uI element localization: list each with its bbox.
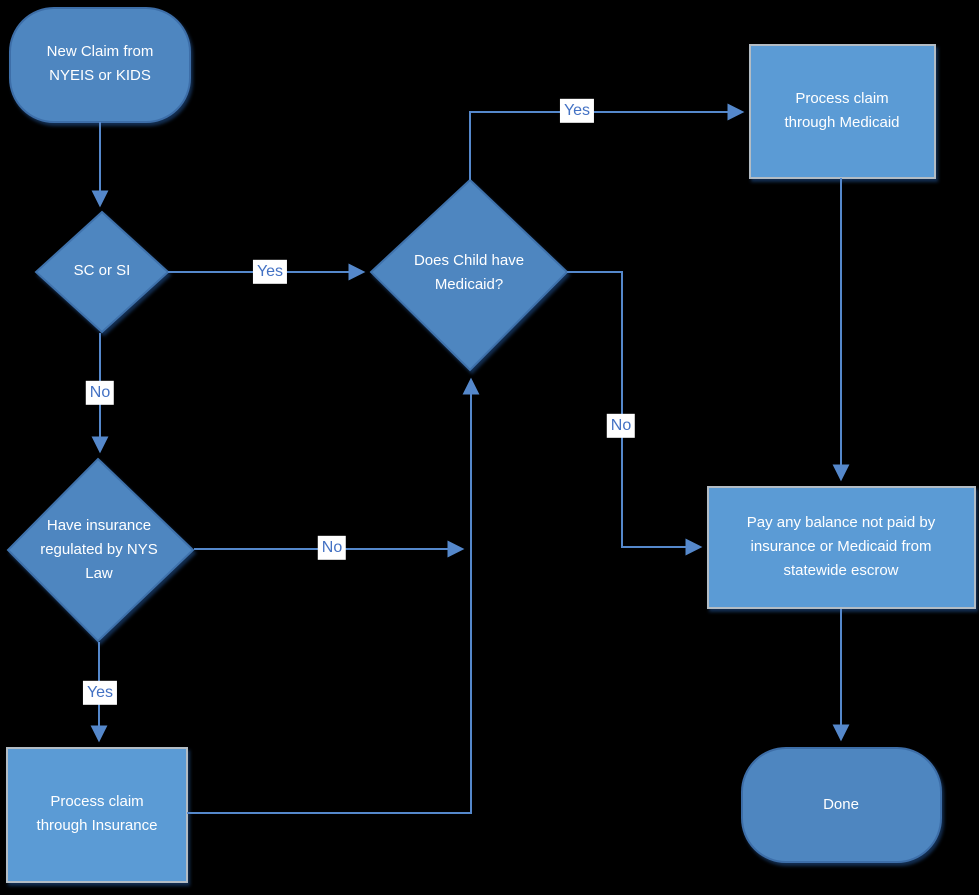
edge-label-insurance-yes: Yes [82,680,118,706]
pay-balance-shape [707,486,976,609]
process-insurance-shape [6,747,188,883]
flowchart-shapes [6,7,976,883]
edge-label-insurance-no: No [317,535,347,561]
edge-medicaid-no [567,271,703,556]
edge-label-medicaid-yes: Yes [559,98,595,124]
edge-label-sc-no: No [85,380,115,406]
edge-process-insurance-to-medicaid [187,377,480,814]
process-medicaid-shape [749,44,936,179]
edge-label-sc-yes: Yes [252,259,288,285]
start-terminator-shape [9,7,191,123]
edge-label-medicaid-no: No [606,413,636,439]
sc-or-si-decision-shape [34,210,170,334]
insurance-decision-shape [6,457,195,643]
edge-medicaid-yes [469,103,745,180]
done-terminator-shape [741,747,942,863]
medicaid-decision-shape [369,178,569,372]
